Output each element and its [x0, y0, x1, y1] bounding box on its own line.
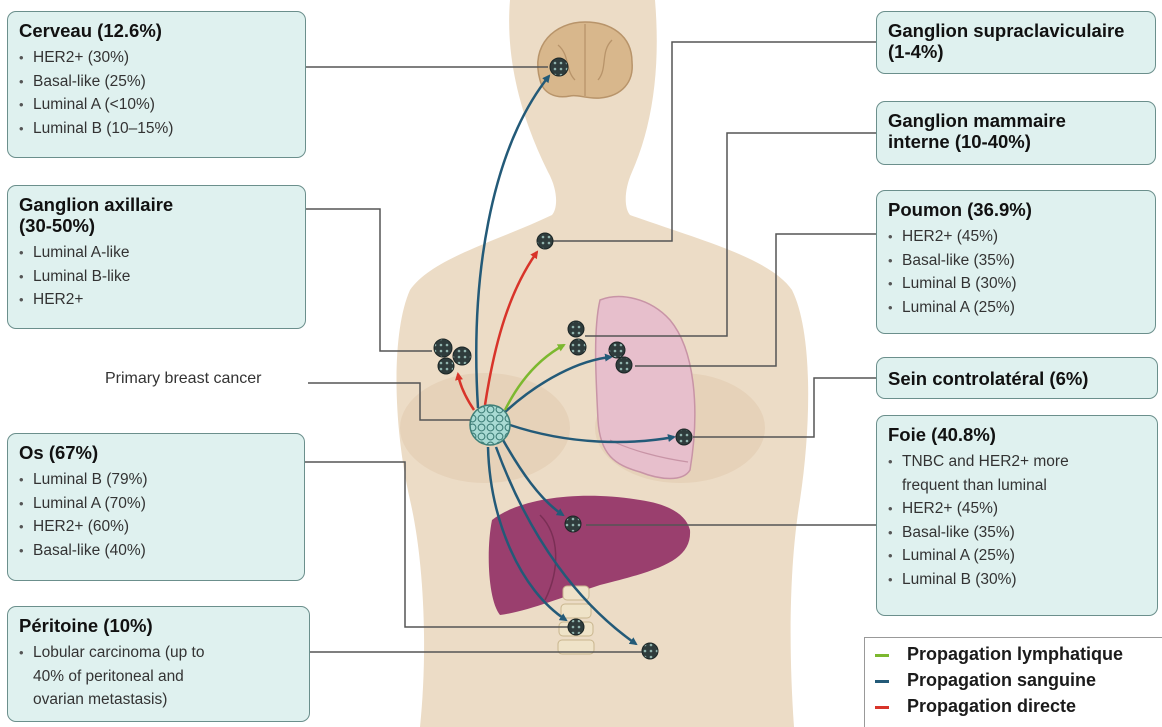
box-peritoine-title: Péritoine (10%): [19, 615, 299, 636]
metastasis-internal-mammary-1: [568, 321, 584, 337]
box-ganglion-supraclaviculaire: Ganglion supraclaviculaire (1-4%): [876, 11, 1156, 74]
box-cerveau-title: Cerveau (12.6%): [19, 20, 295, 41]
box-poumon-title: Poumon (36.9%): [888, 199, 1145, 220]
primary-breast-cancer-label: Primary breast cancer: [105, 370, 262, 388]
list-item: Luminal A (25%): [888, 296, 1145, 320]
legend: Propagation lymphatique Propagation sang…: [864, 637, 1162, 727]
list-item: HER2+ (30%): [19, 46, 295, 70]
box-ganglion-axillaire: Ganglion axillaire (30-50%) Luminal A-li…: [7, 185, 306, 329]
metastasis-axillary-1: [434, 339, 452, 357]
metastasis-axillary-3: [438, 358, 454, 374]
list-item: Lobular carcinoma (up to 40% of peritone…: [19, 641, 299, 712]
legend-item-direct: Propagation directe: [875, 694, 1162, 720]
list-item: HER2+: [19, 288, 295, 312]
box-poumon: Poumon (36.9%) HER2+ (45%) Basal-like (3…: [876, 190, 1156, 334]
metastasis-lung-2: [616, 357, 632, 373]
box-foie: Foie (40.8%) TNBC and HER2+ more frequen…: [876, 415, 1158, 616]
list-item: Basal-like (35%): [888, 521, 1147, 545]
box-os: Os (67%) Luminal B (79%) Luminal A (70%)…: [7, 433, 305, 581]
list-item: Luminal A (25%): [888, 544, 1147, 568]
legend-item-blood: Propagation sanguine: [875, 668, 1162, 694]
box-sein-controlateral: Sein controlatéral (6%): [876, 357, 1158, 399]
legend-swatch-lymphatic: [875, 654, 889, 657]
box-cerveau: Cerveau (12.6%) HER2+ (30%) Basal-like (…: [7, 11, 306, 158]
legend-label-direct: Propagation directe: [907, 696, 1076, 717]
list-item: Basal-like (40%): [19, 539, 294, 563]
list-item: Luminal B (30%): [888, 568, 1147, 592]
metastasis-supraclavicular: [537, 233, 553, 249]
metastasis-bone: [568, 619, 584, 635]
metastasis-brain: [550, 58, 568, 76]
primary-tumor: [470, 405, 510, 445]
legend-label-lymphatic: Propagation lymphatique: [907, 644, 1123, 665]
metastasis-internal-mammary-2: [570, 339, 586, 355]
box-os-title: Os (67%): [19, 442, 294, 463]
metastasis-liver: [565, 516, 581, 532]
legend-item-lymphatic: Propagation lymphatique: [875, 642, 1162, 668]
list-item: Basal-like (25%): [19, 70, 295, 94]
box-ganglion-mammaire: Ganglion mammaire interne (10-40%): [876, 101, 1156, 165]
metastasis-lung-1: [609, 342, 625, 358]
box-foie-title: Foie (40.8%): [888, 424, 1147, 445]
list-item: TNBC and HER2+ more frequent than lumina…: [888, 450, 1147, 497]
box-ganglion-axillaire-title: Ganglion axillaire (30-50%): [19, 194, 295, 236]
metastasis-contralateral-breast: [676, 429, 692, 445]
list-item: Basal-like (35%): [888, 249, 1145, 273]
box-sein-title: Sein controlatéral (6%): [888, 368, 1147, 389]
list-item: Luminal B (30%): [888, 272, 1145, 296]
list-item: HER2+ (60%): [19, 515, 294, 539]
list-item: HER2+ (45%): [888, 497, 1147, 521]
box-ganglion-mammaire-title: Ganglion mammaire interne (10-40%): [888, 110, 1145, 152]
list-item: HER2+ (45%): [888, 225, 1145, 249]
metastasis-peritoneum: [642, 643, 658, 659]
list-item: Luminal B-like: [19, 265, 295, 289]
list-item: Luminal B (10–15%): [19, 117, 295, 141]
metastasis-axillary-2: [453, 347, 471, 365]
list-item: Luminal A-like: [19, 241, 295, 265]
list-item: Luminal B (79%): [19, 468, 294, 492]
list-item: Luminal A (<10%): [19, 93, 295, 117]
box-ganglion-supraclaviculaire-title: Ganglion supraclaviculaire (1-4%): [888, 20, 1145, 62]
legend-label-blood: Propagation sanguine: [907, 670, 1096, 691]
box-peritoine: Péritoine (10%) Lobular carcinoma (up to…: [7, 606, 310, 722]
legend-swatch-direct: [875, 706, 889, 709]
list-item: Luminal A (70%): [19, 492, 294, 516]
legend-swatch-blood: [875, 680, 889, 683]
